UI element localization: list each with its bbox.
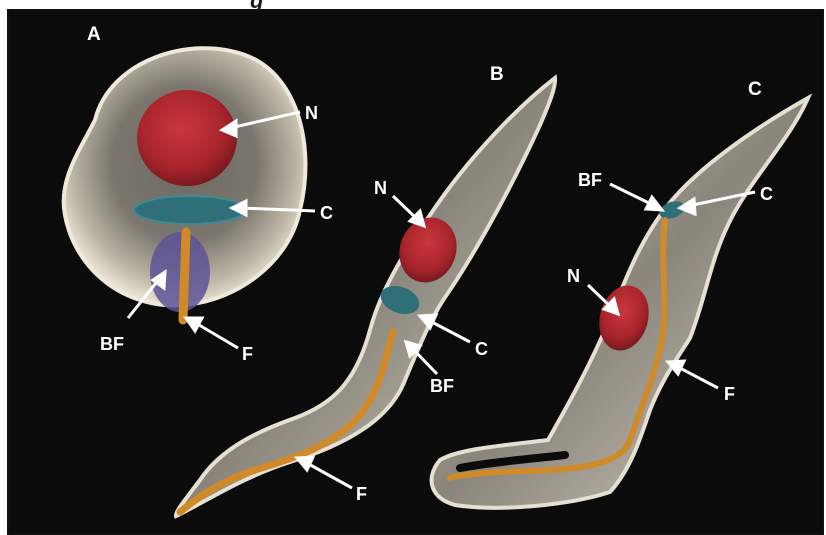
flagellum-a [183, 232, 186, 320]
arrow-a-f [194, 322, 238, 348]
label-c-bf: BF [578, 170, 602, 190]
panel-letter-b: B [490, 64, 504, 85]
nucleus-a [137, 90, 237, 186]
panel-a-cell [64, 48, 306, 320]
label-b-c: C [475, 339, 488, 359]
arrowhead-b-f [297, 457, 313, 470]
label-a-n: N [305, 103, 318, 123]
label-a-f: F [242, 344, 253, 364]
arrow-b-f [305, 462, 352, 488]
label-b-f: F [356, 484, 367, 504]
label-c-f: F [724, 384, 735, 404]
label-c-c: C [760, 184, 773, 204]
label-b-n: N [374, 178, 387, 198]
label-a-c: C [320, 203, 333, 223]
panel-letter-c: C [748, 79, 762, 100]
arrow-b-c [428, 320, 470, 342]
label-a-bf: BF [100, 334, 124, 354]
arrow-c-f [676, 366, 718, 388]
arrowhead-c-bf [646, 197, 662, 210]
kinetoplast-a [134, 196, 246, 224]
panel-letter-a: A [87, 24, 101, 45]
label-b-bf: BF [430, 376, 454, 396]
arrowhead-a-f [186, 318, 202, 331]
label-c-n: N [567, 266, 580, 286]
